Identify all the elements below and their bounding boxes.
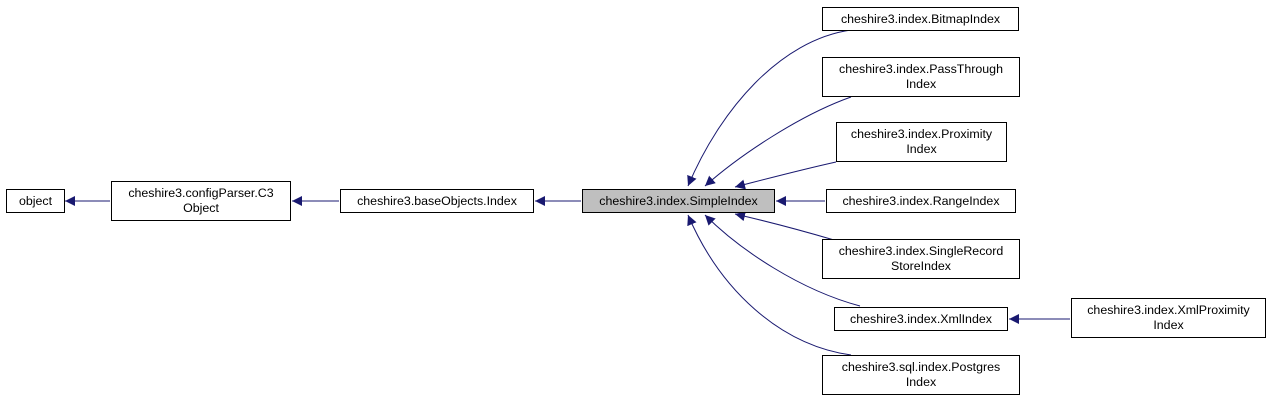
edge-singlerecordstoreindex-to-simpleindex: [734, 211, 835, 241]
node-label-line: Index: [905, 375, 937, 389]
node-rangeindex[interactable]: cheshire3.index.RangeIndex: [826, 189, 1016, 213]
edge-passthroughindex-to-simpleindex: [704, 96, 852, 187]
edge-postgresindex-to-simpleindex: [687, 214, 852, 356]
node-label-line: cheshire3.index.RangeIndex: [842, 193, 1000, 208]
node-label-line: cheshire3.index.BitmapIndex: [840, 11, 1001, 26]
node-label-line: cheshire3.sql.index.Postgres: [841, 360, 1001, 374]
node-label-line: Index: [1153, 318, 1184, 332]
node-label-line: cheshire3.index.Proximity: [850, 127, 993, 141]
node-label-line: object: [18, 193, 53, 208]
node-label-line: cheshire3.index.PassThrough: [839, 62, 1003, 76]
node-label-line: cheshire3.index.XmlIndex: [850, 311, 992, 326]
node-simpleindex: cheshire3.index.SimpleIndex: [582, 189, 775, 213]
node-object[interactable]: object: [6, 189, 65, 213]
edge-proximityindex-to-simpleindex: [734, 161, 837, 190]
node-label-line: cheshire3.index.SingleRecord: [838, 244, 1004, 258]
node-label-line: Object: [183, 201, 219, 215]
node-label-line: StoreIndex: [891, 259, 951, 273]
node-label-line: Index: [905, 77, 937, 91]
node-label-line: cheshire3.index.SimpleIndex: [599, 193, 758, 208]
node-xmlindex[interactable]: cheshire3.index.XmlIndex: [834, 307, 1008, 331]
node-bitmapindex[interactable]: cheshire3.index.BitmapIndex: [822, 7, 1019, 31]
edge-bitmapindex-to-simpleindex: [687, 29, 852, 187]
node-label-line: cheshire3.index.XmlProximity: [1087, 303, 1250, 317]
node-label-line: cheshire3.configParser.C3: [128, 186, 274, 200]
node-label-line: Index: [906, 142, 937, 156]
node-label-line: cheshire3.baseObjects.Index: [357, 193, 517, 208]
node-index[interactable]: cheshire3.baseObjects.Index: [340, 189, 534, 213]
edge-xmlindex-to-simpleindex: [704, 214, 861, 307]
